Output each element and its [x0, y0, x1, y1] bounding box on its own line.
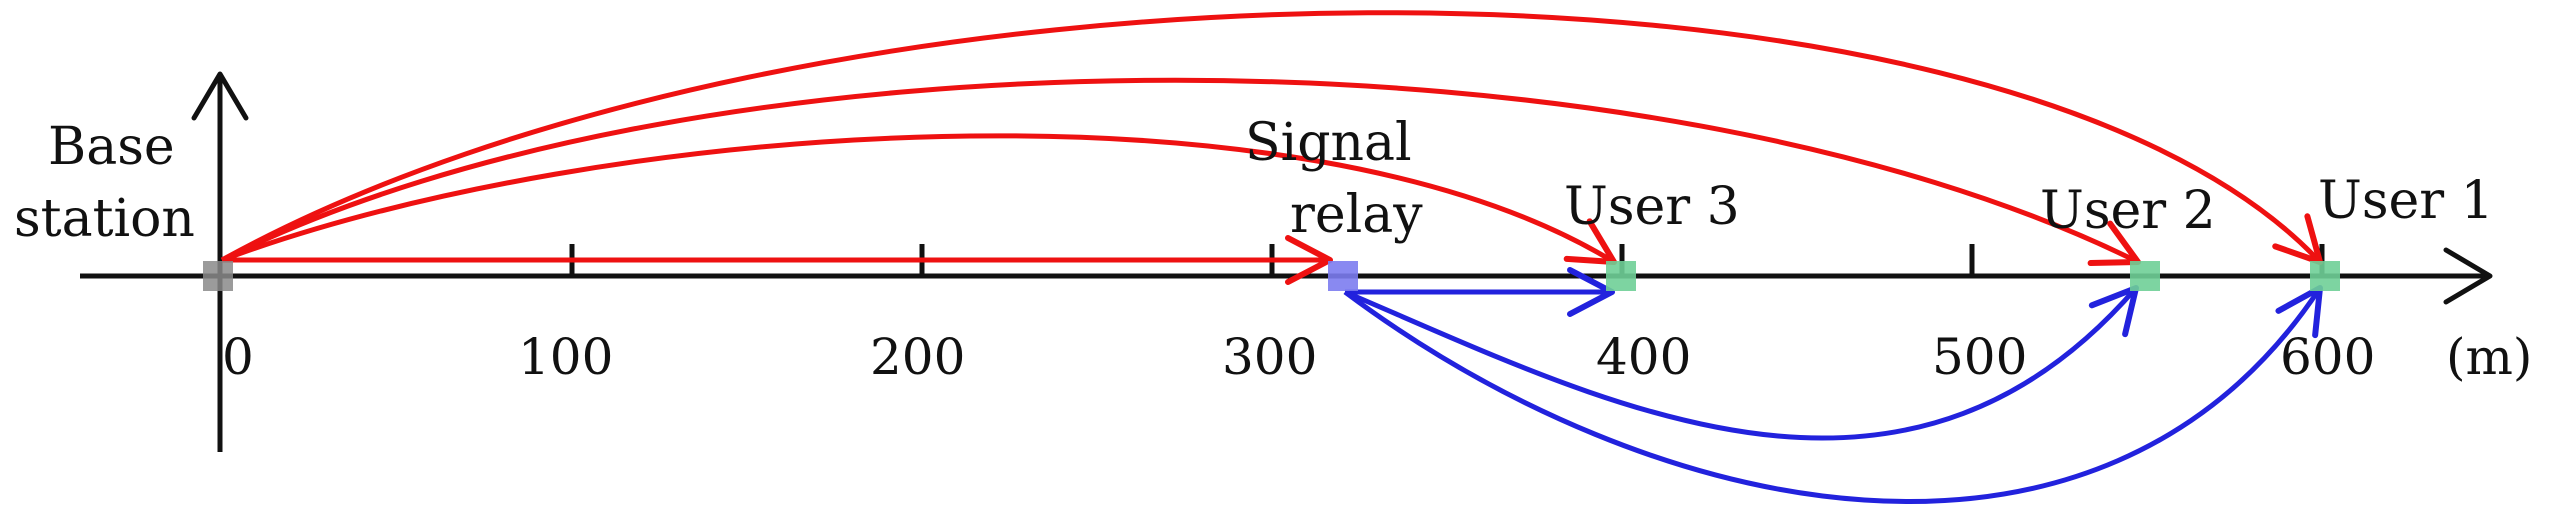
unit-label: (m)	[2446, 328, 2532, 386]
link-base-to-user2	[220, 77, 2141, 267]
node-labels: Base station Signal relay User 3 User 2 …	[14, 113, 2494, 249]
base-station-label-line1: Base	[48, 117, 175, 177]
signal-relay-label-line1: Signal	[1245, 113, 1412, 173]
tick-label-600: 600	[2280, 328, 2375, 386]
tick-label-500: 500	[1932, 328, 2027, 386]
tick-label-200: 200	[870, 328, 965, 386]
signal-relay-node	[1328, 261, 1358, 291]
link-base-to-user3	[221, 133, 1617, 265]
tick-label-400: 400	[1596, 328, 1691, 386]
base-station-label-line2: station	[14, 189, 195, 249]
tick-label-100: 100	[518, 328, 613, 386]
link-relay-to-user1	[1343, 285, 2323, 504]
user2-label: User 2	[2040, 181, 2216, 241]
tick-label-0: 0	[222, 328, 254, 386]
nodes	[203, 261, 2340, 291]
signal-relay-label-line2: relay	[1290, 185, 1423, 245]
user1-label: User 1	[2318, 171, 2494, 231]
link-relay-to-user2	[1344, 285, 2139, 441]
base-station-node	[203, 261, 233, 291]
user1-node	[2310, 261, 2340, 291]
tick-labels: 0 100 200 300 400 500 600 (m)	[222, 328, 2532, 386]
user3-label: User 3	[1564, 177, 1740, 237]
user2-node	[2130, 261, 2160, 291]
direct-links	[220, 10, 2323, 285]
user3-node	[1606, 261, 1636, 291]
relay-links	[1343, 267, 2323, 504]
tick-label-300: 300	[1222, 328, 1317, 386]
link-base-to-user1	[220, 10, 2323, 265]
